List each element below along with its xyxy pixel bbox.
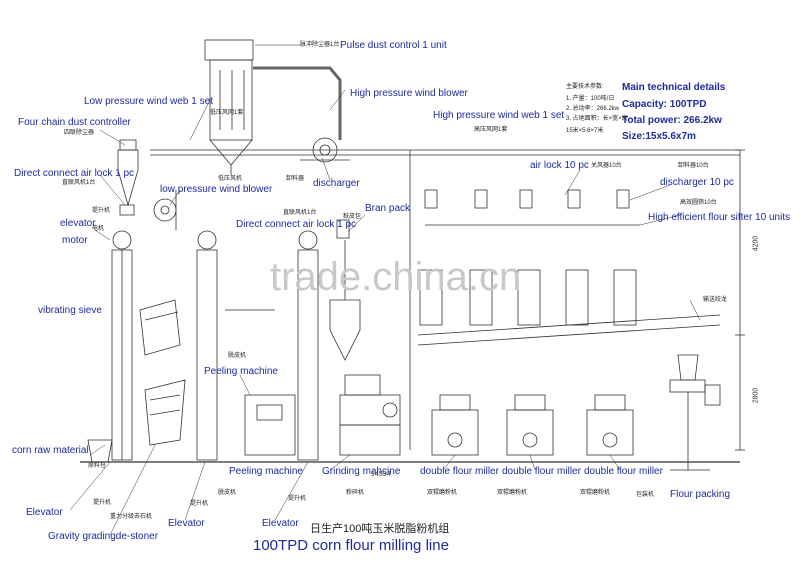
cn-miller3: 双辊磨粉机 xyxy=(580,490,611,496)
dim-2800: 2800 xyxy=(752,387,760,404)
dim-4200: 4200 xyxy=(752,235,760,252)
tech-capacity: Capacity: 100TPD xyxy=(622,99,707,110)
label-elevator-b: Elevator xyxy=(168,518,205,529)
cn-low-web: 低压风网1套 xyxy=(210,110,244,116)
label-peeling-machine-2: Peeling machine xyxy=(229,466,303,477)
cn-direct-lock2: 直联风机1台 xyxy=(283,210,317,216)
tech-heading: Main technical details xyxy=(622,82,726,93)
tech-size: Size:15x5.6x7m xyxy=(622,131,696,142)
bran-cyclone xyxy=(329,299,361,361)
label-direct-air-lock-2: Direct connect air lock 1 pc xyxy=(236,219,357,230)
label-four-chain: Four chain dust controller xyxy=(18,117,131,128)
cn-air-lock: 关风器10台 xyxy=(591,163,622,169)
label-double-miller-1: double flour miller xyxy=(420,466,499,477)
miller-3 xyxy=(586,394,634,456)
label-air-lock-10: air lock 10 pc xyxy=(530,160,589,171)
pulse-dust-body xyxy=(209,59,253,141)
label-pulse-dust: Pulse dust control 1 unit xyxy=(340,40,447,51)
vibrating-sieve xyxy=(139,299,181,356)
dim-14534: 14534 xyxy=(371,471,391,478)
cn-four-chain: 四联除尘器 xyxy=(64,130,95,136)
cn-pack: 包装机 xyxy=(636,492,655,498)
cn-elev-b: 提升机 xyxy=(190,501,209,507)
cn-pulse: 脉冲除尘器1台 xyxy=(300,42,340,48)
cn-tech-0: 主要技术参数: xyxy=(566,84,604,90)
label-high-wind-web: High pressure wind web 1 set xyxy=(433,110,565,121)
label-motor: motor xyxy=(62,235,88,246)
label-discharger-10: discharger 10 pc xyxy=(660,177,734,188)
cn-discharger: 卸料器 xyxy=(286,176,305,182)
label-high-sifter: High efficient flour sifter 10 units xyxy=(648,212,791,223)
label-double-miller-2: double flour miller xyxy=(502,466,581,477)
watermark: trade.china.cn xyxy=(270,255,522,299)
cn-miller2: 双辊磨粉机 xyxy=(497,490,528,496)
miller-1 xyxy=(431,394,479,456)
miller-2 xyxy=(506,394,554,456)
gravity-destoner xyxy=(144,379,186,446)
label-low-wind-web: Low pressure wind web 1 set xyxy=(84,96,213,107)
sifter-row xyxy=(417,189,721,346)
label-corn-raw: corn raw material xyxy=(12,445,89,456)
page-title: 100TPD corn flour milling line xyxy=(253,537,449,554)
label-elevator-c: Elevator xyxy=(262,518,299,529)
cn-tech-1: 1. 产量：100吨/日 xyxy=(566,96,615,102)
peeling-machine xyxy=(244,394,296,456)
label-flour-packing: Flour packing xyxy=(670,489,731,500)
cn-peel-bottom: 脱皮机 xyxy=(218,490,237,496)
label-elevator-a: Elevator xyxy=(26,507,63,518)
cn-low-blower: 低压风机 xyxy=(218,176,243,182)
label-discharger: discharger xyxy=(313,178,360,189)
cn-grind: 粉碎机 xyxy=(346,490,365,496)
cn-bran: 麸皮包 xyxy=(343,214,362,220)
label-double-miller-3: double flour miller xyxy=(584,466,663,477)
tech-power: Total power: 266.2kw xyxy=(622,115,722,126)
label-low-blower: low pressure wind blower xyxy=(160,184,273,195)
label-bran-pack: Bran pack xyxy=(365,203,411,214)
cn-elevator: 提升机 xyxy=(92,208,111,214)
cn-sifter: 高效圆筛10台 xyxy=(680,200,717,206)
low-pressure-blower xyxy=(153,198,177,222)
cn-tech-4: 15米×5.6×7米 xyxy=(566,128,604,134)
cn-gravity: 重力分级去石机 xyxy=(110,514,153,520)
cn-elev-a: 提升机 xyxy=(93,500,112,506)
cn-tech-3: 3. 占地面积：长×宽×高 xyxy=(566,116,628,122)
label-grinding: Grinding mahcine xyxy=(322,466,401,477)
grinding-machine xyxy=(339,394,401,426)
label-direct-air-lock-1: Direct connect air lock 1 pc xyxy=(14,168,135,179)
label-peeling-machine-1: Peeling machine xyxy=(204,366,278,377)
cn-high-web: 高压风网1套 xyxy=(474,127,508,133)
cn-direct-lock: 直联风机1台 xyxy=(62,180,96,186)
elevator-left xyxy=(111,230,133,461)
cn-miller1: 双辊磨粉机 xyxy=(427,490,458,496)
label-vibrating-sieve: vibrating sieve xyxy=(38,305,102,316)
raw-bin xyxy=(87,439,113,463)
label-elevator: elevator xyxy=(60,218,96,229)
cn-peel: 脱皮机 xyxy=(228,353,247,359)
title-cn: 日生产100吨玉米脱脂粉机组 xyxy=(310,523,450,535)
cn-auger: 输送绞龙 xyxy=(703,297,728,303)
cn-tech-2: 2. 总动率：266.2kw xyxy=(566,106,620,112)
elevator-right xyxy=(297,230,319,461)
flour-packer xyxy=(677,354,699,381)
label-high-blower: High pressure wind blower xyxy=(350,88,468,99)
cn-motor: 电机 xyxy=(92,226,105,232)
cn-elev-c: 提升机 xyxy=(288,496,307,502)
cn-corn: 原料仓 xyxy=(88,463,107,469)
pulse-dust-top xyxy=(204,39,254,61)
label-gravity: Gravity gradingde-stoner xyxy=(48,531,159,542)
elevator-mid xyxy=(196,230,218,461)
cn-discharger10: 卸料器10台 xyxy=(678,163,709,169)
